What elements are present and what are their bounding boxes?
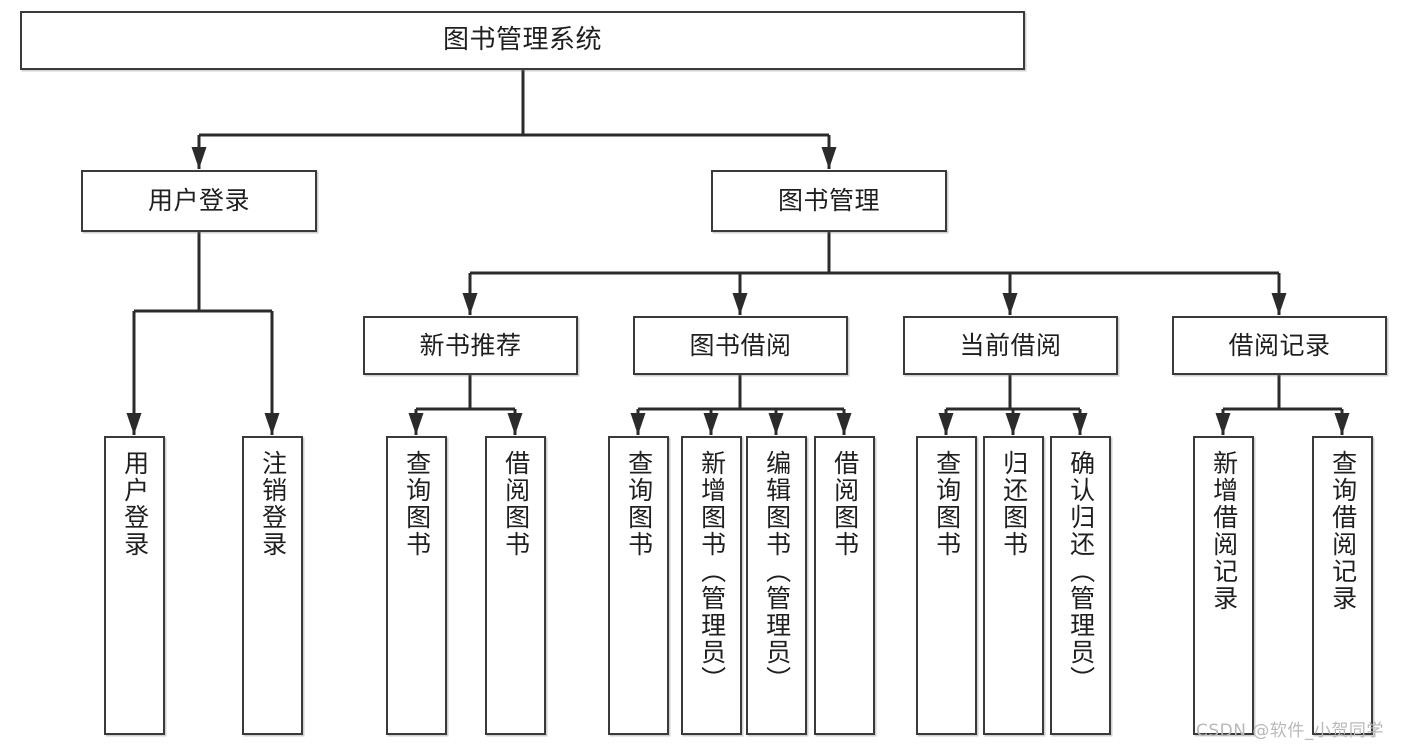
node-leaf-add-book[interactable]: 新增图书（管理员） [681,436,742,735]
node-label-user-login: 用户登录 [147,186,250,216]
node-label-leaf-confirm-return: 确认归还（管理员） [1066,450,1096,693]
node-label-leaf-user-logout: 注销登录 [258,450,288,558]
node-label-leaf-borrow-book-1: 借阅图书 [501,450,531,558]
node-label-leaf-add-record: 新增借阅记录 [1209,450,1239,612]
node-new-book-rec[interactable]: 新书推荐 [363,316,578,375]
node-leaf-query-record[interactable]: 查询借阅记录 [1312,436,1373,735]
watermark-text: CSDN @软件_小贺同学 [1196,721,1384,741]
node-label-leaf-edit-book: 编辑图书（管理员） [762,450,792,693]
node-label-book-borrow: 图书借阅 [689,330,792,360]
node-borrow-record[interactable]: 借阅记录 [1172,316,1387,375]
node-label-current-borrow: 当前借阅 [959,330,1062,360]
node-book-borrow[interactable]: 图书借阅 [633,316,848,375]
node-leaf-query-book-1[interactable]: 查询图书 [386,436,447,735]
node-label-book-manage: 图书管理 [777,186,880,216]
node-label-leaf-user-login: 用户登录 [120,450,150,558]
node-label-leaf-add-book: 新增图书（管理员） [697,450,727,693]
node-leaf-borrow-book-2[interactable]: 借阅图书 [814,436,875,735]
node-leaf-confirm-return[interactable]: 确认归还（管理员） [1050,436,1111,735]
node-label-root: 图书管理系统 [442,25,602,56]
node-label-leaf-query-book-3: 查询图书 [932,450,962,558]
node-label-borrow-record: 借阅记录 [1228,330,1331,360]
node-book-manage[interactable]: 图书管理 [711,170,947,232]
node-label-new-book-rec: 新书推荐 [419,330,522,360]
node-leaf-add-record[interactable]: 新增借阅记录 [1193,436,1254,735]
node-leaf-query-book-2[interactable]: 查询图书 [608,436,669,735]
node-leaf-return-book[interactable]: 归还图书 [983,436,1044,735]
node-leaf-borrow-book-1[interactable]: 借阅图书 [485,436,546,735]
node-current-borrow[interactable]: 当前借阅 [903,316,1118,375]
node-user-login[interactable]: 用户登录 [81,170,317,232]
node-leaf-query-book-3[interactable]: 查询图书 [916,436,977,735]
node-leaf-edit-book[interactable]: 编辑图书（管理员） [746,436,807,735]
node-leaf-user-logout[interactable]: 注销登录 [242,436,303,735]
node-label-leaf-return-book: 归还图书 [999,450,1029,558]
node-root[interactable]: 图书管理系统 [20,11,1025,70]
node-label-leaf-query-book-1: 查询图书 [402,450,432,558]
node-label-leaf-query-record: 查询借阅记录 [1328,450,1358,612]
node-label-leaf-borrow-book-2: 借阅图书 [830,450,860,558]
node-leaf-user-login[interactable]: 用户登录 [104,436,165,735]
node-label-leaf-query-book-2: 查询图书 [624,450,654,558]
